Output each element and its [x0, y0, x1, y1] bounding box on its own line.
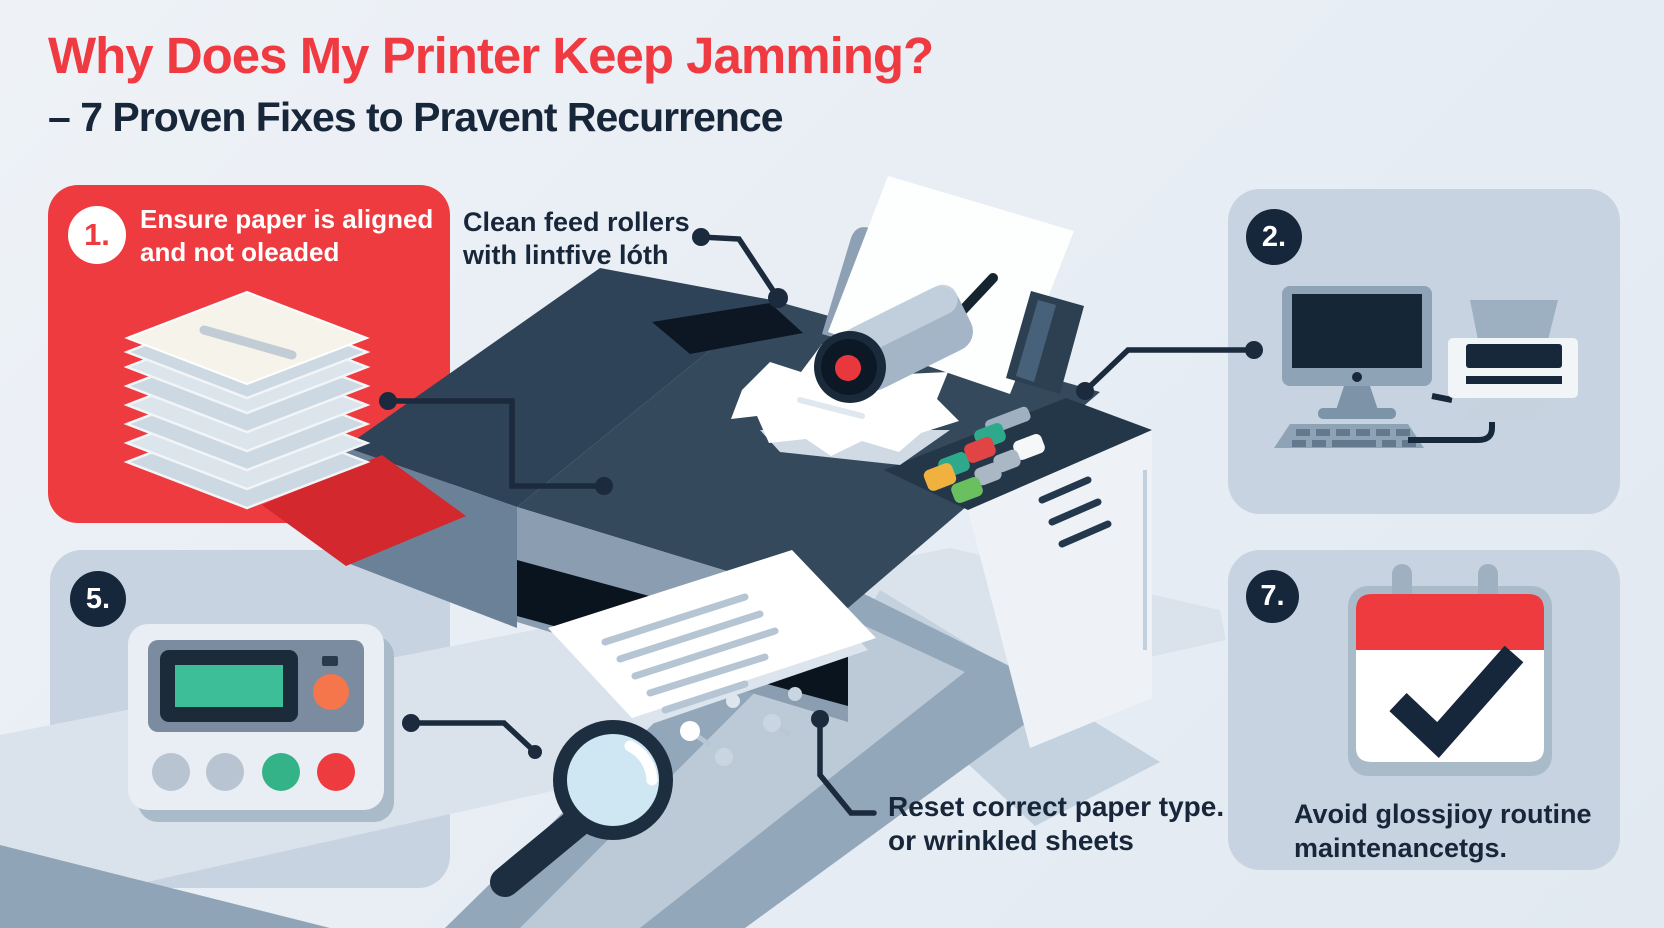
connector-lines [385, 234, 1257, 816]
printer-top-deck [517, 300, 1100, 608]
vent-lines [1028, 454, 1112, 548]
printer-buttons [923, 406, 1045, 503]
step-7-badge: 7. [1246, 570, 1299, 623]
printed-page [548, 550, 876, 718]
belt-dots [680, 687, 802, 766]
callout-clean-line2: with lintfive lóth [463, 239, 669, 270]
paper-guide [822, 227, 885, 344]
control-strip [884, 398, 1152, 510]
callout-clean-line1: Clean feed rollers [463, 207, 690, 237]
callout-reset-paper: Reset correct paper type. or wrinkled sh… [888, 790, 1224, 858]
step-1-heading-line2: and not oleaded [140, 236, 340, 267]
step-7-caption-line1: Avoid glossjioy routine [1294, 799, 1592, 829]
callout-clean-rollers: Clean feed rollers with lintfive lóth [463, 206, 690, 272]
printer-right-panel [968, 430, 1152, 748]
page-title: Why Does My Printer Keep Jamming? [48, 27, 934, 84]
paper-support-flap [1006, 291, 1084, 394]
step-5-badge: 5. [70, 571, 126, 627]
feed-roller [814, 273, 998, 403]
magnifier-icon [490, 720, 673, 897]
step-7-caption-line2: maintenancetgs. [1294, 832, 1508, 863]
page-subtitle: – 7 Proven Fixes to Pravent Recurrence [48, 94, 784, 140]
printer-feed-slot [652, 303, 803, 354]
step-1-heading: Ensure paper is aligned and not oleaded [140, 203, 433, 268]
step-2-badge: 2. [1246, 209, 1302, 265]
step-1-badge: 1. [68, 206, 126, 264]
callout-reset-line2: or wrinkled sheets [888, 825, 1134, 857]
connector-dots [379, 228, 1263, 759]
callout-reset-line1: Reset correct paper type. [888, 791, 1225, 822]
step-7-caption: Avoid glossjioy routine maintenancetgs. [1294, 798, 1592, 866]
output-slot [517, 560, 848, 706]
loaded-paper-sheet [828, 176, 1074, 394]
cleaning-cloth [731, 344, 959, 465]
step-1-heading-line1: Ensure paper is aligned [140, 204, 434, 234]
printer-front [517, 507, 848, 722]
